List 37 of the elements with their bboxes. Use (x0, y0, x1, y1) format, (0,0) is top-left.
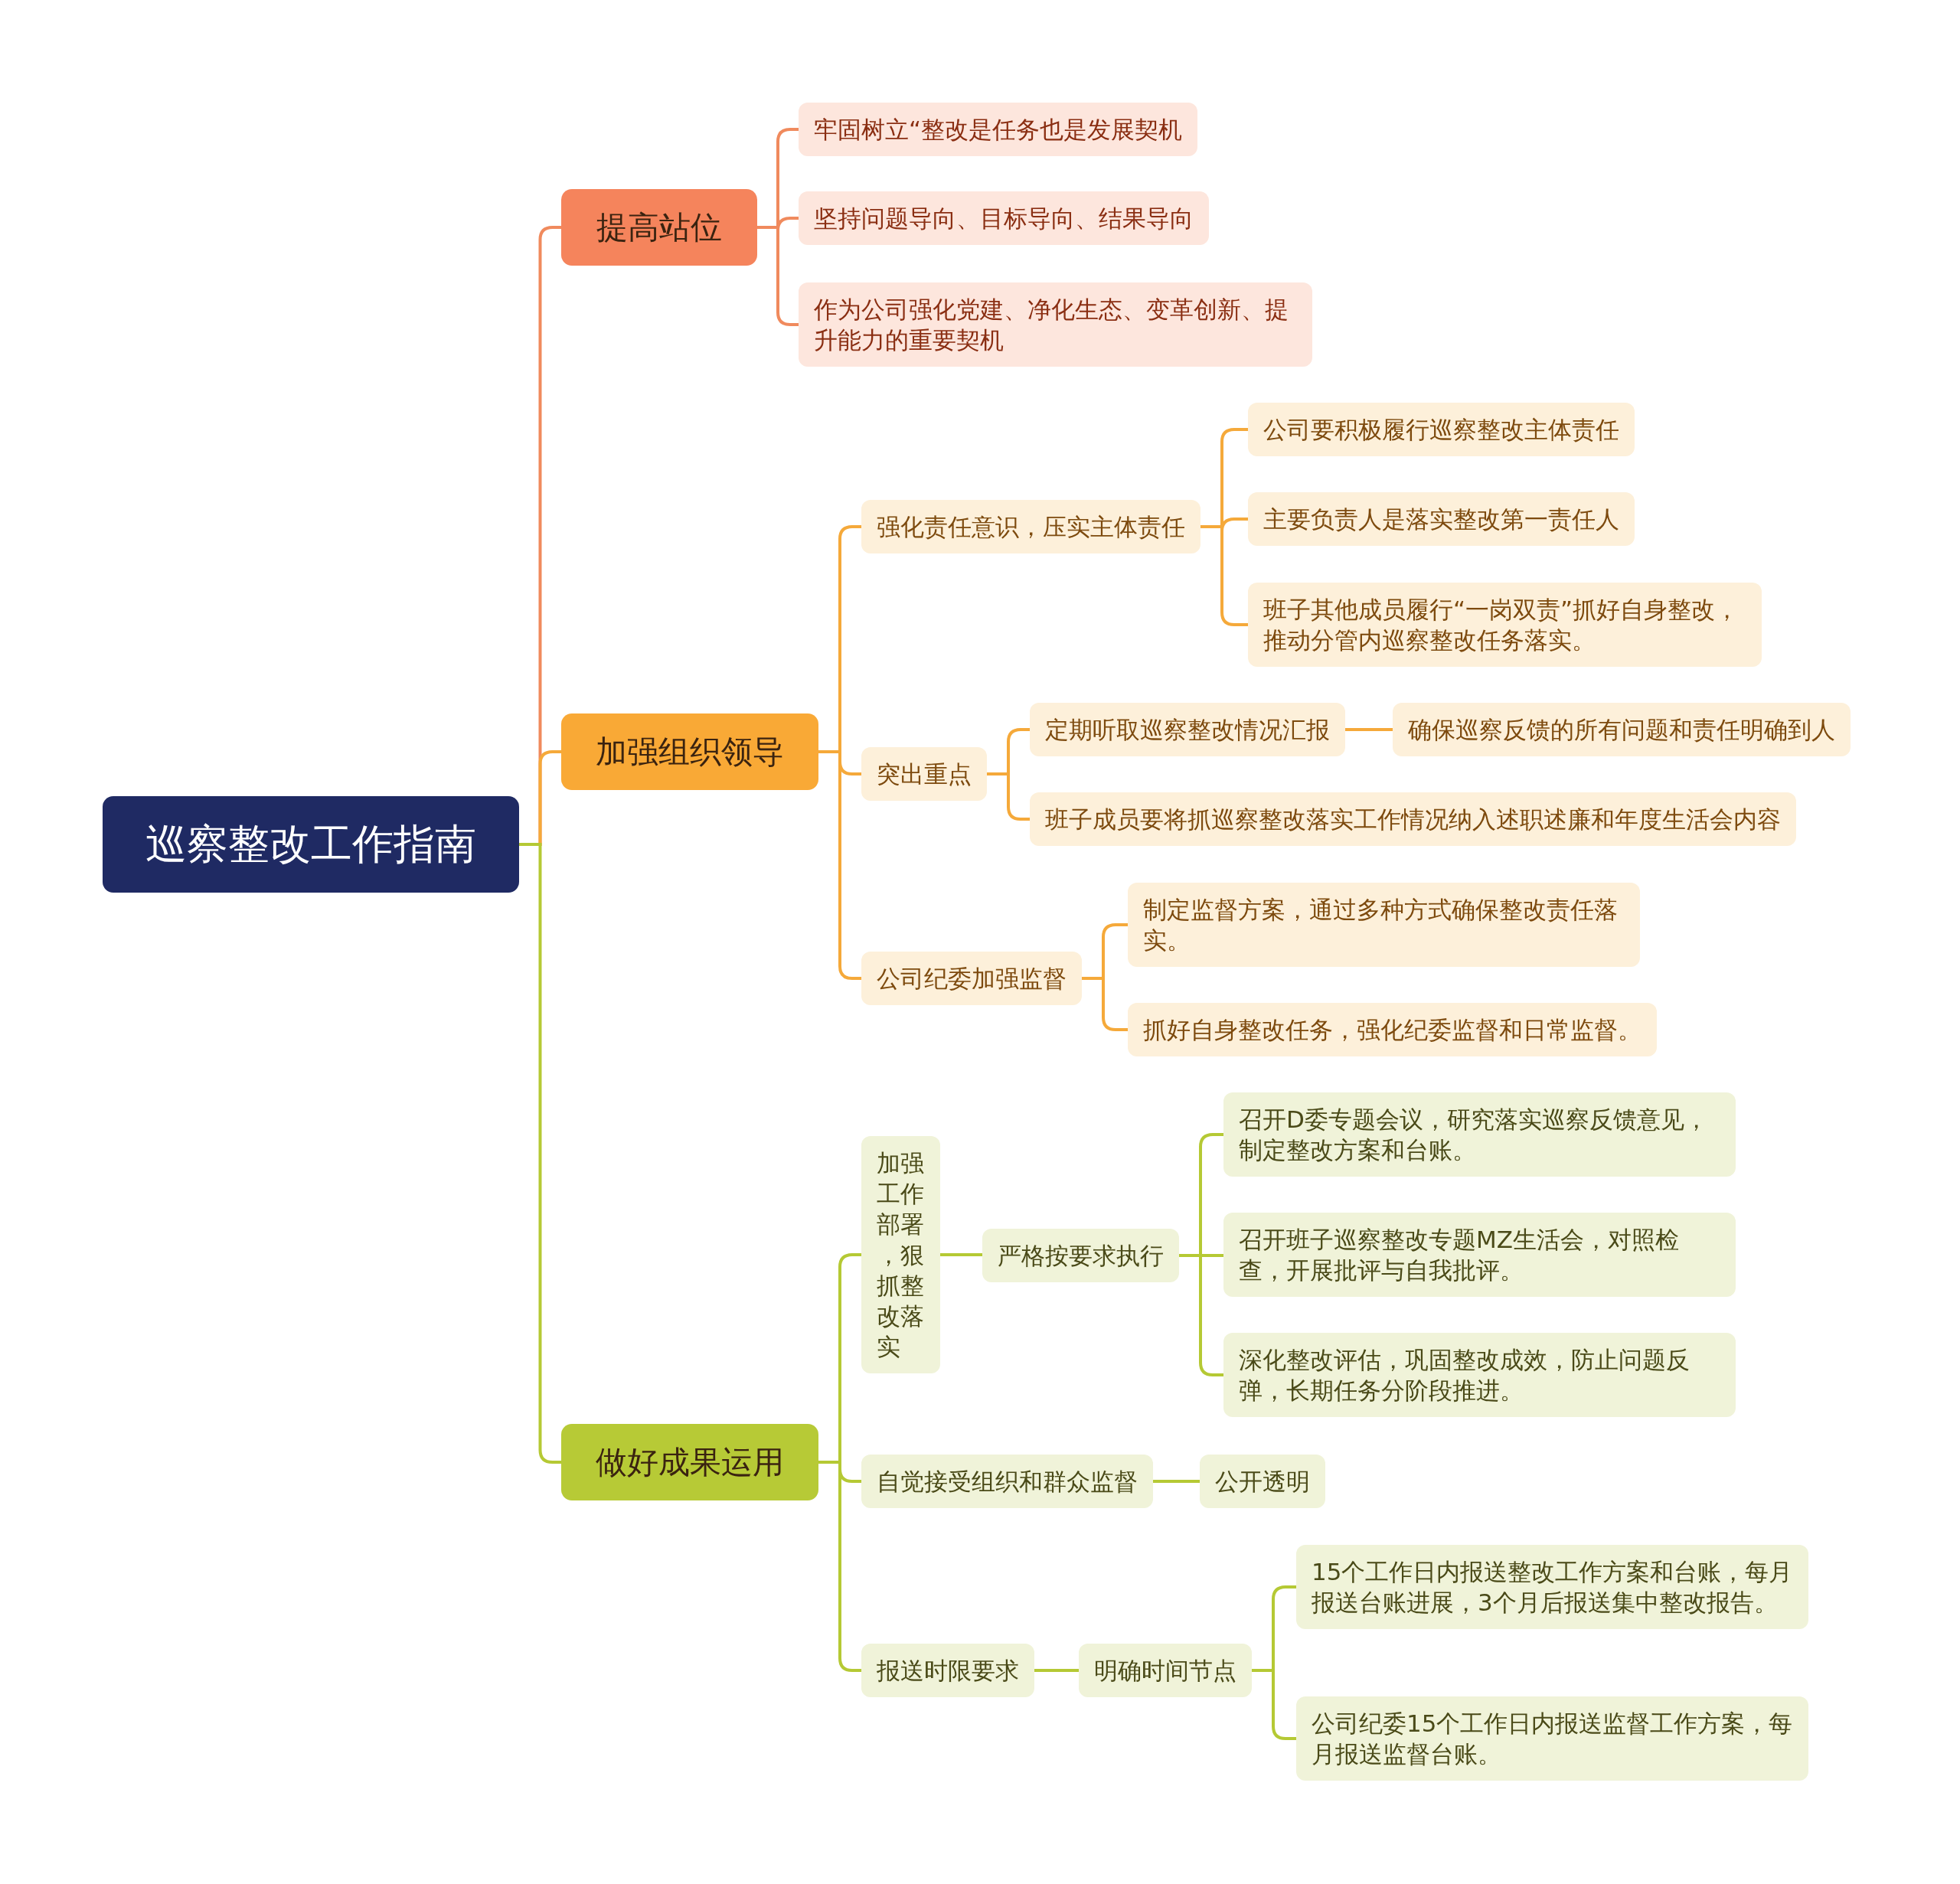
subtopic-box: 班子其他成员履行“一岗双责”抓好自身整改，推动分管内巡察整改任务落实。 (1248, 583, 1762, 667)
branch-topic-box: 做好成果运用 (561, 1424, 818, 1500)
connector-line (757, 226, 799, 326)
subtopic-box: 公司纪委15个工作日内报送监督工作方案，每月报送监督台账。 (1296, 1696, 1808, 1781)
subtopic-box: 突出重点 (861, 747, 987, 801)
subtopic-box: 加强工作部署，狠抓整改落实 (861, 1136, 940, 1373)
subtopic-box: 确保巡察反馈的所有问题和责任明确到人 (1393, 703, 1851, 756)
subtopic-box: 报送时限要求 (861, 1644, 1034, 1697)
central-topic-box: 巡察整改工作指南 (103, 796, 519, 893)
connector-line (940, 1253, 982, 1256)
subtopic-box: 严格按要求执行 (982, 1229, 1179, 1282)
subtopic-box: 定期听取巡察整改情况汇报 (1030, 703, 1345, 756)
connector-line (818, 1461, 861, 1672)
subtopic-box: 抓好自身整改任务，强化纪委监督和日常监督。 (1128, 1003, 1657, 1056)
connector-line (1034, 1669, 1079, 1672)
subtopic-box: 公司纪委加强监督 (861, 952, 1082, 1005)
subtopic-box: 公司要积极履行巡察整改主体责任 (1248, 403, 1635, 456)
subtopic-box: 召开班子巡察整改专题MZ生活会，对照检查，开展批评与自我批评。 (1223, 1213, 1736, 1297)
subtopic-box: 召开D委专题会议，研究落实巡察反馈意见，制定整改方案和台账。 (1223, 1092, 1736, 1177)
connector-line (1345, 728, 1393, 731)
subtopic-box: 制定监督方案，通过多种方式确保整改责任落实。 (1128, 883, 1640, 967)
subtopic-box: 班子成员要将抓巡察整改落实工作情况纳入述职述廉和年度生活会内容 (1030, 792, 1796, 846)
subtopic-box: 明确时间节点 (1079, 1644, 1252, 1697)
subtopic-box: 作为公司强化党建、净化生态、变革创新、提升能力的重要契机 (799, 282, 1312, 367)
subtopic-box: 主要负责人是落实整改第一责任人 (1248, 492, 1635, 546)
connector-line (1153, 1480, 1200, 1483)
connector-line (987, 772, 1030, 821)
subtopic-box: 坚持问题导向、目标导向、结果导向 (799, 191, 1209, 245)
connector-line (519, 843, 561, 1464)
subtopic-box: 自觉接受组织和群众监督 (861, 1455, 1153, 1508)
subtopic-box: 深化整改评估，巩固整改成效，防止问题反弹，长期任务分阶段推进。 (1223, 1333, 1736, 1417)
subtopic-box: 牢固树立“整改是任务也是发展契机 (799, 103, 1198, 156)
subtopic-box: 15个工作日内报送整改工作方案和台账，每月报送台账进展，3个月后报送集中整改报告。 (1296, 1545, 1808, 1629)
subtopic-box: 强化责任意识，压实主体责任 (861, 500, 1200, 553)
branch-topic-box: 加强组织领导 (561, 713, 818, 790)
subtopic-box: 公开透明 (1200, 1455, 1325, 1508)
branch-topic-box: 提高站位 (561, 189, 757, 266)
